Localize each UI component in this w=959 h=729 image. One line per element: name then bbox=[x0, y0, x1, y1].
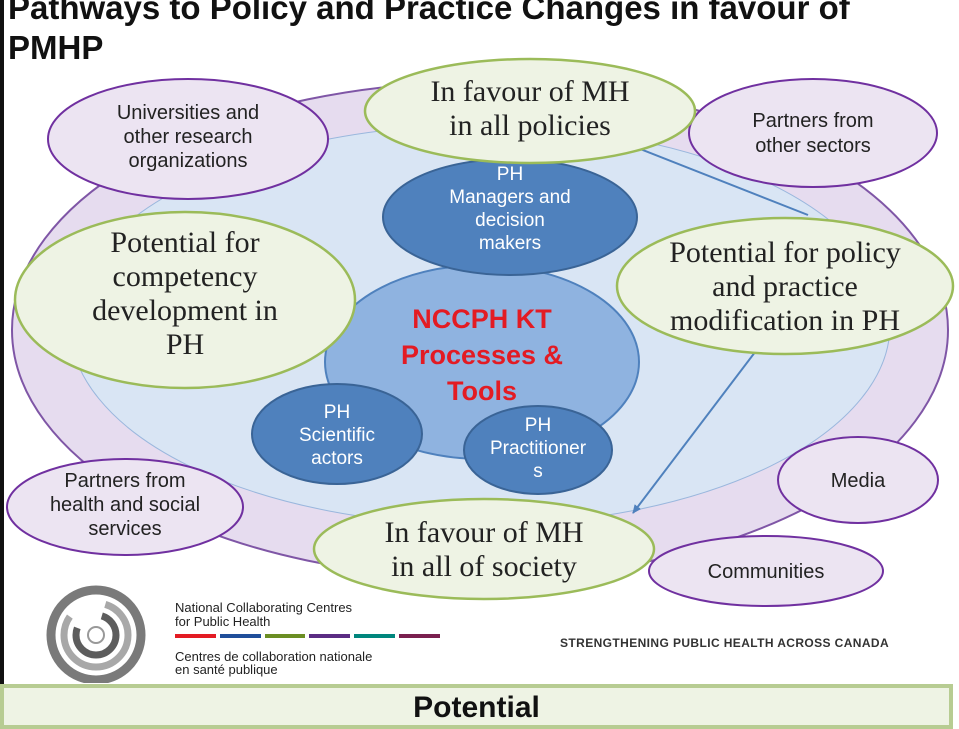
slide-left-border bbox=[0, 0, 4, 725]
org-name-french: Centres de collaboration nationale en sa… bbox=[175, 649, 373, 677]
mh-society-bubble bbox=[312, 497, 656, 601]
media-bubble bbox=[777, 436, 939, 524]
competency-bubble bbox=[13, 210, 357, 390]
color-bar-segment bbox=[264, 634, 306, 638]
slide-title: Pathways to Policy and Practice Changes … bbox=[8, 0, 850, 66]
arrow-to-society bbox=[632, 334, 769, 514]
color-bar-segment bbox=[219, 634, 261, 638]
color-bar-segment bbox=[175, 634, 216, 638]
arrow-to-policies bbox=[619, 140, 809, 216]
potential-box: Potential bbox=[0, 684, 953, 729]
communities-label: Communities bbox=[708, 561, 825, 583]
practitioners-node bbox=[463, 405, 613, 495]
health-social-bubble bbox=[6, 458, 244, 556]
org-color-bar bbox=[175, 634, 440, 638]
media-label: Media bbox=[831, 470, 886, 492]
scientific-node bbox=[251, 383, 423, 485]
color-bar-segment bbox=[309, 634, 351, 638]
color-bar-segment bbox=[354, 634, 396, 638]
mh-policies-bubble bbox=[363, 57, 697, 165]
universities-bubble bbox=[47, 78, 329, 200]
color-bar-segment bbox=[399, 634, 440, 638]
tagline: STRENGTHENING PUBLIC HEALTH ACROSS CANAD… bbox=[560, 636, 890, 650]
org-name-english: National Collaborating Centres for Publi… bbox=[175, 600, 353, 629]
other-sectors-bubble bbox=[688, 78, 938, 188]
potential-label: Potential bbox=[413, 691, 540, 724]
policy-modification-bubble bbox=[615, 216, 955, 356]
communities-bubble bbox=[648, 535, 884, 607]
nccph-logo-icon bbox=[46, 585, 146, 683]
